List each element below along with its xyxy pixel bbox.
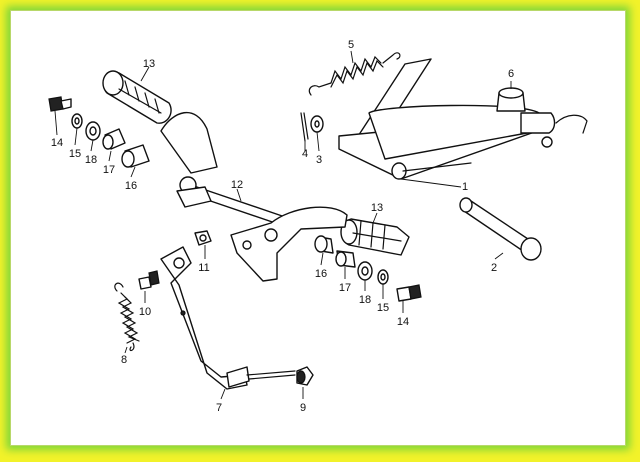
callout-12: 12 — [231, 179, 243, 191]
pivot-pin — [459, 197, 542, 261]
collar-left-17 — [102, 128, 126, 162]
callout-7: 7 — [216, 402, 222, 414]
washer-left-18 — [85, 121, 101, 152]
callout-16-right: 16 — [315, 268, 327, 280]
rubber-stopper — [496, 81, 526, 112]
callout-8: 8 — [121, 354, 127, 366]
footrest-bracket-right — [230, 206, 348, 282]
stand-rubber-tip — [296, 366, 314, 399]
cotter-pin-4 — [300, 112, 309, 151]
washer-3 — [310, 115, 324, 152]
callout-13-left: 13 — [143, 58, 155, 70]
bolt-right-14 — [396, 284, 422, 313]
nut-11 — [194, 230, 212, 259]
washer-right-15 — [377, 269, 389, 299]
exploded-parts-diagram: 1 2 3 4 5 6 7 8 9 10 11 12 13 13 14 14 1… — [48, 39, 588, 414]
callout-4: 4 — [302, 148, 308, 160]
callout-11: 11 — [198, 262, 209, 274]
washer-left-15 — [71, 113, 83, 146]
center-stand — [338, 58, 588, 188]
diagram-frame: 1 2 3 4 5 6 7 8 9 10 11 12 13 13 14 14 1… — [10, 10, 626, 446]
callout-10: 10 — [139, 306, 151, 318]
stand-spring — [308, 50, 401, 96]
callout-16-left: 16 — [125, 180, 137, 192]
callout-5: 5 — [348, 39, 354, 51]
bolt-left — [48, 96, 72, 136]
callout-14-left: 14 — [51, 137, 63, 149]
callout-15-left: 15 — [69, 148, 81, 160]
side-stand — [160, 246, 296, 400]
footpeg-rubber-right — [340, 212, 410, 256]
callout-6: 6 — [508, 68, 514, 80]
footrest-bar — [160, 111, 292, 228]
callout-13-right: 13 — [371, 202, 383, 214]
bushing-right-16 — [314, 235, 334, 266]
side-stand-spring — [114, 282, 140, 354]
pivot-bolt-10 — [138, 270, 160, 303]
washer-right-18 — [357, 261, 373, 291]
callout-15-right: 15 — [377, 302, 389, 314]
collar-right-17 — [335, 250, 356, 279]
callout-3: 3 — [316, 154, 322, 166]
callout-9: 9 — [300, 402, 306, 414]
callout-1: 1 — [462, 181, 468, 193]
callout-labels: 1 2 3 4 5 6 7 8 9 10 11 12 13 13 14 14 1… — [51, 39, 514, 414]
bushing-left-16 — [121, 144, 150, 178]
footpeg-rubber-left — [102, 66, 172, 124]
callout-17-left: 17 — [103, 164, 115, 176]
callout-17-right: 17 — [339, 282, 351, 294]
callout-2: 2 — [491, 262, 497, 274]
callout-14-right: 14 — [397, 316, 409, 328]
callout-18-right: 18 — [359, 294, 371, 306]
callout-18-left: 18 — [85, 154, 97, 166]
